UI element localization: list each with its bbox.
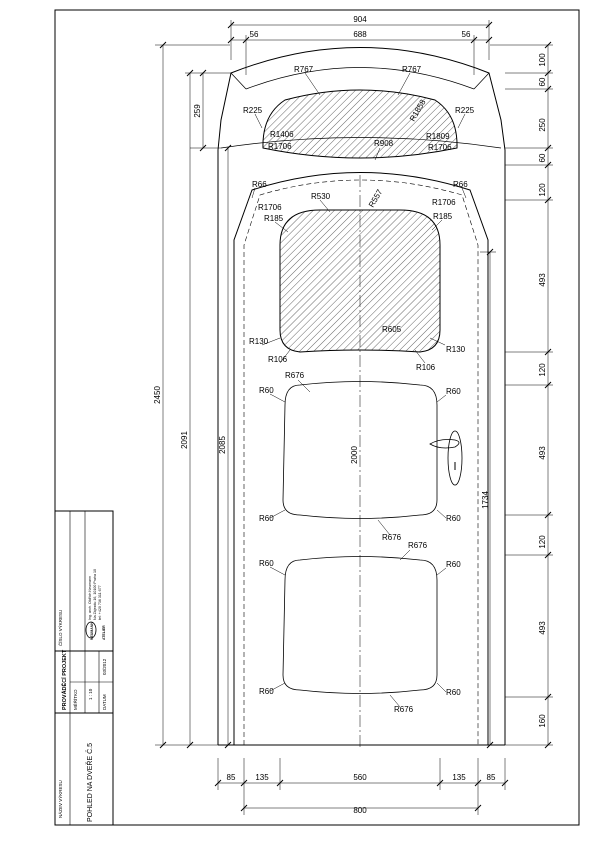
radius-r60-4: R60 bbox=[446, 514, 461, 523]
radius-r605: R605 bbox=[382, 325, 402, 334]
dim-right-7: 120 bbox=[538, 363, 547, 377]
dim-right-4: 60 bbox=[538, 153, 547, 162]
door-outline bbox=[217, 47, 506, 750]
dim-bottom-4: 135 bbox=[452, 773, 466, 782]
logo-text: NEUMANN bbox=[90, 622, 94, 640]
dim-right-1: 100 bbox=[538, 53, 547, 67]
radius-r676-b: R676 bbox=[382, 533, 402, 542]
radius-r60-8: R60 bbox=[446, 688, 461, 697]
radius-r676-d: R676 bbox=[394, 705, 414, 714]
dim-bottom-2: 135 bbox=[255, 773, 269, 782]
dim-right-9: 120 bbox=[538, 535, 547, 549]
radius-r1706-mid-left: R1706 bbox=[258, 203, 282, 212]
stamp-text: ATELIER bbox=[102, 625, 106, 640]
dim-top-mid: 688 bbox=[353, 30, 367, 39]
dim-left-top: 259 bbox=[193, 104, 202, 118]
company-line-3: tel: +420 736 311 677 bbox=[98, 585, 102, 620]
scale-value: 1 : 10 bbox=[88, 688, 93, 700]
project-stage: PROVÁDĚCÍ PROJEKT bbox=[60, 649, 68, 710]
door-handle bbox=[429, 439, 460, 449]
radius-r60-7: R60 bbox=[259, 687, 274, 696]
radius-r1706-mid-right: R1706 bbox=[432, 198, 456, 207]
company-line-1: Ing. arch. Oldřich Neumann bbox=[88, 576, 92, 620]
radius-r66-right: R66 bbox=[453, 180, 468, 189]
drawing-number-label: ČÍSLO VÝKRESU bbox=[57, 610, 63, 646]
radius-r60-3: R60 bbox=[259, 514, 274, 523]
radius-r225-right: R225 bbox=[455, 106, 475, 115]
sheet-border bbox=[54, 9, 580, 826]
dim-right-11: 160 bbox=[538, 714, 547, 728]
dim-left-total: 2450 bbox=[153, 386, 162, 404]
dim-top-right: 56 bbox=[462, 30, 471, 39]
dim-top-total: 904 bbox=[353, 15, 367, 24]
radius-r1706-top-right: R1706 bbox=[428, 143, 452, 152]
dimension-lines bbox=[155, 20, 553, 815]
radius-r676-a: R676 bbox=[285, 371, 305, 380]
radius-r130-right: R130 bbox=[446, 345, 466, 354]
dim-right-10: 493 bbox=[538, 621, 547, 635]
title-block: NÁZEV VÝKRESU POHLED NA DVEŘE Č.5 ČÍSLO … bbox=[54, 510, 114, 826]
handle-plate bbox=[447, 430, 463, 486]
dimension-ticks bbox=[159, 21, 552, 812]
radius-r60-1: R60 bbox=[259, 386, 274, 395]
radius-r106-left: R106 bbox=[268, 355, 288, 364]
dim-center: 2000 bbox=[350, 446, 359, 464]
drawing-name-label: NÁZEV VÝKRESU bbox=[57, 780, 63, 818]
date-value: 03/2012 bbox=[102, 658, 107, 675]
dim-bottom-total: 800 bbox=[353, 806, 367, 815]
radius-r1809: R1809 bbox=[426, 132, 450, 141]
dim-right-5: 120 bbox=[538, 183, 547, 197]
radius-r767-right: R767 bbox=[402, 65, 422, 74]
radius-r66-left: R66 bbox=[252, 180, 267, 189]
radius-r1706-top-left: R1706 bbox=[268, 142, 292, 151]
radius-r225-left: R225 bbox=[243, 106, 263, 115]
radius-r185-left: R185 bbox=[264, 214, 284, 223]
company-logo: NEUMANN bbox=[85, 621, 97, 640]
radius-r106-right: R106 bbox=[416, 363, 436, 372]
radius-leaders bbox=[251, 72, 467, 708]
radius-r60-6: R60 bbox=[446, 560, 461, 569]
radius-r908: R908 bbox=[374, 139, 394, 148]
dim-left-mid: 2091 bbox=[180, 431, 189, 449]
radius-r130-left: R130 bbox=[249, 337, 269, 346]
dim-bottom-1: 85 bbox=[227, 773, 236, 782]
radius-r1406: R1406 bbox=[270, 130, 294, 139]
dim-right-2: 60 bbox=[538, 77, 547, 86]
radius-r60-5: R60 bbox=[259, 559, 274, 568]
scale-label: MĚŘÍTKO bbox=[71, 689, 78, 710]
dim-right-8: 493 bbox=[538, 446, 547, 460]
dim-right-3: 250 bbox=[538, 118, 547, 132]
radius-r60-2: R60 bbox=[446, 387, 461, 396]
radius-r185-right: R185 bbox=[433, 212, 453, 221]
radius-r767-left: R767 bbox=[294, 65, 314, 74]
dim-bottom-5: 85 bbox=[487, 773, 496, 782]
dim-left-inner: 2085 bbox=[218, 436, 227, 454]
dim-bottom-3: 560 bbox=[353, 773, 367, 782]
radius-r676-c: R676 bbox=[408, 541, 428, 550]
dim-top-left: 56 bbox=[250, 30, 259, 39]
dim-right-6: 493 bbox=[538, 273, 547, 287]
company-line-2: Na Zájezdu 16, 10100 Praha 10 bbox=[93, 569, 97, 620]
radius-r557: R557 bbox=[367, 187, 385, 209]
radius-labels: R767 R767 R225 R225 R1406 R1706 R908 R18… bbox=[243, 65, 475, 714]
dimension-labels: 904 56 688 56 85 135 560 135 85 800 2450… bbox=[153, 15, 547, 815]
drawing-name-value: POHLED NA DVEŘE Č.5 bbox=[85, 743, 94, 822]
radius-r530: R530 bbox=[311, 192, 331, 201]
dim-right-long: 1734 bbox=[481, 491, 490, 509]
date-label: DATUM bbox=[102, 694, 107, 710]
